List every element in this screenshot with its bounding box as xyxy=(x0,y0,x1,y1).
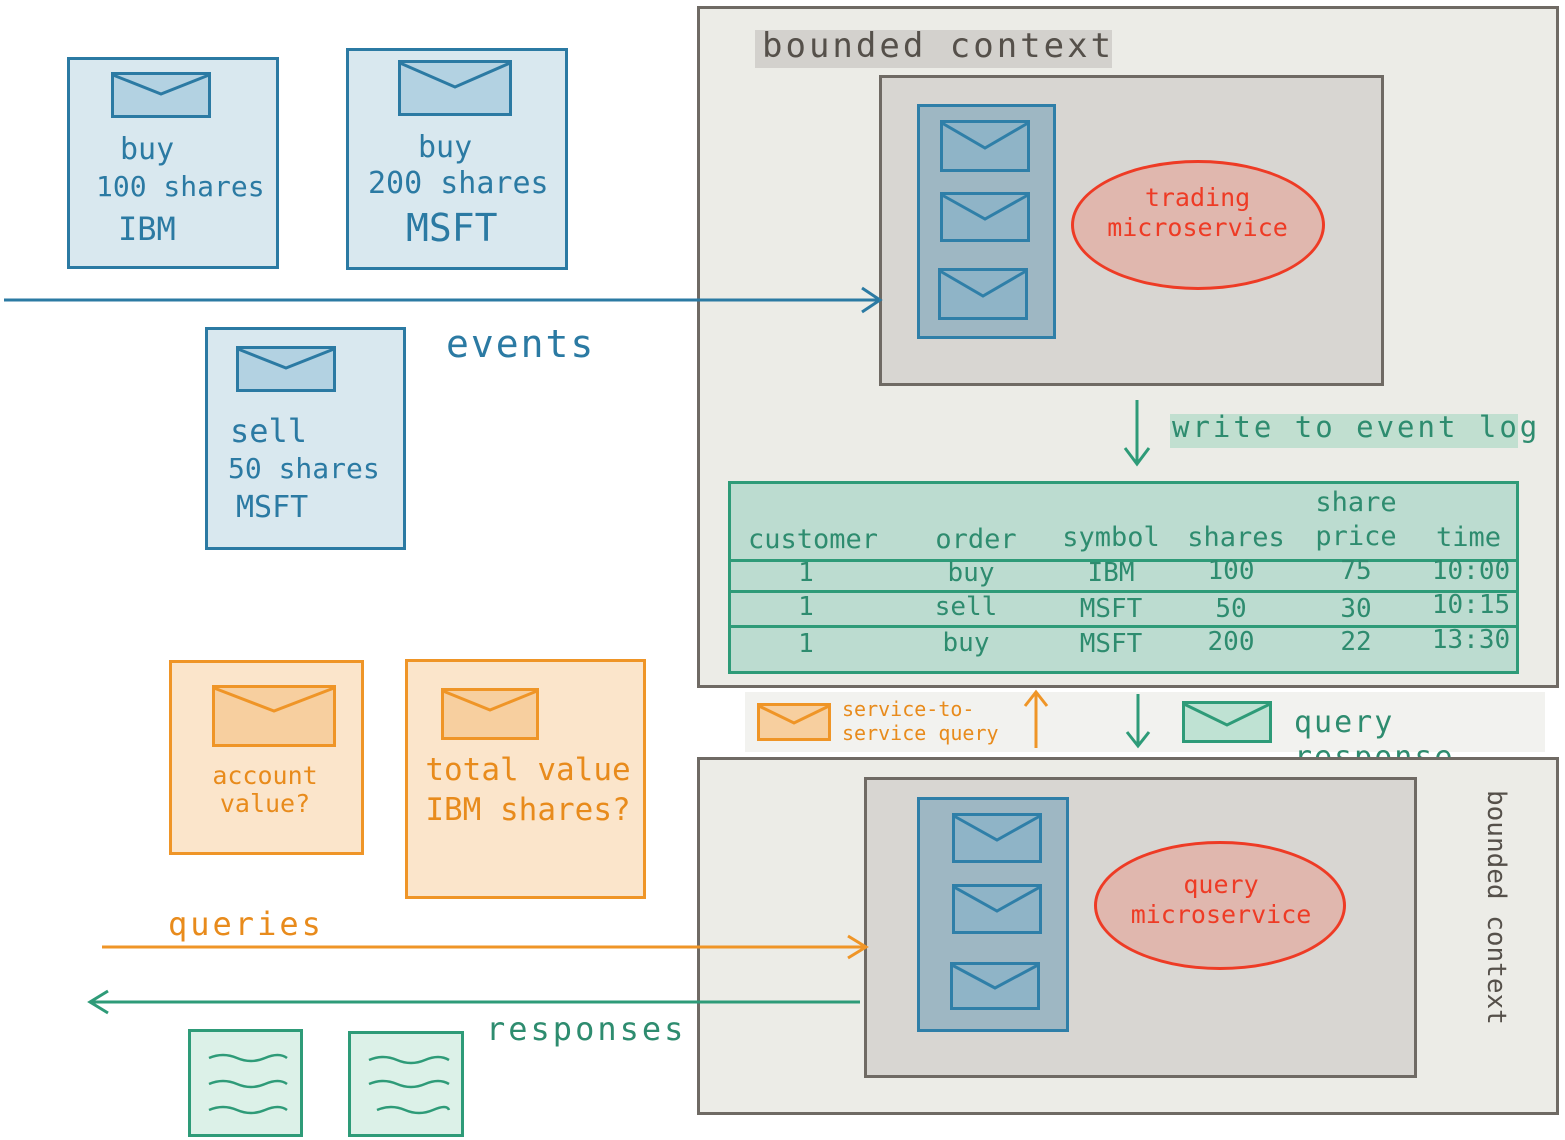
queries-label: queries xyxy=(168,905,324,943)
trading-queue-envelope-icon xyxy=(940,120,1030,172)
event-log-cell: 30 xyxy=(1340,594,1372,624)
service-query-arrow-up-icon xyxy=(1023,689,1049,748)
trading-queue-envelope-icon xyxy=(940,192,1030,242)
events-label: events xyxy=(446,322,596,366)
write-to-event-log-caption: write to event log xyxy=(1172,410,1541,444)
service-query-envelope-icon xyxy=(757,703,831,741)
event-log-cell: 1 xyxy=(798,558,814,588)
bounded-context-top-label-highlight xyxy=(755,30,1112,68)
bounded-context-bottom-label: bounded context xyxy=(1481,790,1511,1025)
trading-queue-envelope-icon xyxy=(938,268,1028,320)
event-card-line: MSFT xyxy=(406,206,498,250)
event-log-table: customer order symbol shares share price… xyxy=(728,481,1519,674)
event-card-line: IBM xyxy=(118,210,176,248)
query-card-text: account value? xyxy=(212,761,318,818)
event-card-line: 200 shares xyxy=(368,166,549,201)
event-envelope-icon xyxy=(111,72,211,118)
event-log-cell: 1 xyxy=(798,592,814,622)
query-envelope-icon xyxy=(441,688,539,740)
query-card-text: total value IBM shares? xyxy=(425,752,631,828)
event-log-cell: MSFT xyxy=(1079,629,1143,659)
trading-microservice-ellipse xyxy=(1071,160,1325,290)
service-to-service-query-label: service-to-service query xyxy=(842,697,999,745)
event-log-header: customer xyxy=(747,524,879,555)
bounded-context-top-label: bounded context xyxy=(762,26,1115,66)
event-log-row-divider xyxy=(731,625,1516,628)
events-arrow xyxy=(4,286,883,314)
query-envelope-icon xyxy=(212,685,336,747)
response-document-icon xyxy=(188,1029,303,1137)
event-log-cell: 1 xyxy=(798,629,814,659)
event-log-cell: 10:00 xyxy=(1431,556,1511,586)
event-card xyxy=(67,57,279,269)
event-envelope-icon xyxy=(398,60,512,116)
event-log-row-divider xyxy=(731,590,1516,593)
write-caption-highlight xyxy=(1170,414,1518,448)
event-log-header: share price xyxy=(1315,487,1397,552)
query-response-envelope-icon xyxy=(1182,701,1272,743)
event-card-line: 100 shares xyxy=(96,170,265,203)
event-log-cell: buy xyxy=(947,558,995,588)
event-log-cell: 200 xyxy=(1207,627,1255,657)
response-document-icon xyxy=(348,1031,464,1137)
event-card-line: buy xyxy=(120,132,175,167)
event-log-cell: 100 xyxy=(1207,556,1255,586)
event-log-cell: 13:30 xyxy=(1431,625,1511,655)
responses-arrow xyxy=(87,989,860,1015)
event-log-cell: 22 xyxy=(1340,627,1372,657)
query-queue-envelope-icon xyxy=(952,884,1042,934)
event-card-line: 50 shares xyxy=(228,452,380,485)
query-microservice-label: query microservice xyxy=(1130,870,1312,929)
query-response-arrow-down-icon xyxy=(1125,694,1151,749)
event-log-header: shares xyxy=(1187,522,1285,553)
event-log-header-divider xyxy=(731,559,1516,562)
event-log-cell: 10:15 xyxy=(1431,590,1511,620)
query-queue-envelope-icon xyxy=(950,962,1040,1010)
event-log-cell: IBM xyxy=(1087,558,1135,588)
event-envelope-icon xyxy=(236,346,336,392)
event-log-cell: MSFT xyxy=(1079,594,1143,624)
event-log-header: order xyxy=(935,524,1017,555)
event-card-line: MSFT xyxy=(236,490,309,525)
response-document-lines xyxy=(368,1055,451,1115)
event-card-line: buy xyxy=(418,130,473,165)
response-document-lines xyxy=(208,1053,288,1115)
event-log-cell: sell xyxy=(934,592,998,622)
queries-arrow xyxy=(102,934,869,960)
event-log-cell: buy xyxy=(942,628,990,658)
responses-label: responses xyxy=(486,1010,687,1048)
trading-microservice-label: trading microservice xyxy=(1107,183,1288,242)
event-log-cell: 50 xyxy=(1215,594,1247,624)
event-log-header: time xyxy=(1435,522,1502,553)
event-log-cell: 75 xyxy=(1340,556,1372,586)
between-band xyxy=(745,692,1545,752)
query-queue-envelope-icon xyxy=(952,813,1042,863)
query-microservice-ellipse xyxy=(1094,841,1346,970)
event-card-line: sell xyxy=(230,412,308,450)
write-arrow-down-icon xyxy=(1123,400,1151,467)
event-log-header: symbol xyxy=(1062,522,1160,553)
